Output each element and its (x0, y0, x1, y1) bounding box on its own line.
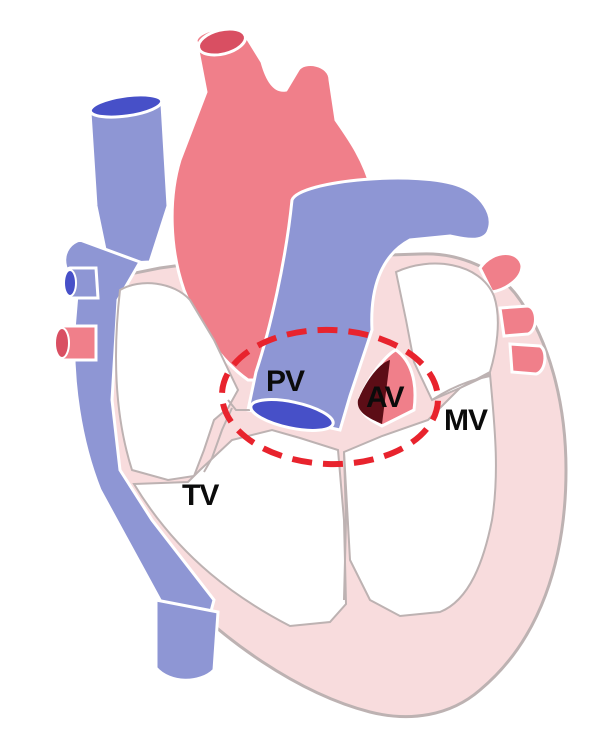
tricuspid-valve-label: TV (182, 481, 218, 511)
right-pulmonary-artery-stub-opening (55, 328, 69, 358)
superior-vena-cava (90, 98, 168, 264)
right-pulmonary-vessel-lower (510, 344, 545, 374)
aortic-valve-label: AV (366, 383, 403, 413)
inferior-vena-cava (156, 600, 218, 680)
right-pulmonary-vessel-mid (500, 306, 536, 336)
left-pulmonary-vein-upper-opening (64, 270, 76, 296)
mitral-valve-label: MV (444, 406, 487, 436)
pulmonary-valve-label: PV (266, 367, 304, 397)
